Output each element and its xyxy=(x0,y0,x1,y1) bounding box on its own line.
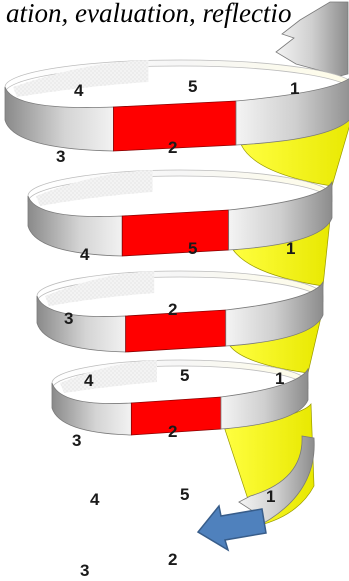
step-number-n3: 3 xyxy=(56,147,65,166)
step-number-n1: 1 xyxy=(290,79,299,98)
step-number-n3: 3 xyxy=(64,309,73,328)
band-front-highlight xyxy=(122,210,228,256)
step-number-n5: 5 xyxy=(188,239,197,258)
step-number-n5: 5 xyxy=(180,485,189,504)
step-number-n4: 4 xyxy=(90,490,100,509)
step-number-n5: 5 xyxy=(188,77,197,96)
step-number-n4: 4 xyxy=(84,371,94,390)
spiral-turn xyxy=(37,271,323,373)
step-number-n4: 4 xyxy=(80,245,90,264)
step-number-n5: 5 xyxy=(180,366,189,385)
left-down-arrow-icon xyxy=(198,506,266,550)
step-number-n2: 2 xyxy=(168,550,177,569)
step-number-n1: 1 xyxy=(286,239,295,258)
step-number-n1: 1 xyxy=(266,487,275,506)
band-front-left xyxy=(5,87,114,151)
step-number-n2: 2 xyxy=(168,138,177,157)
step-number-n4: 4 xyxy=(74,81,84,100)
step-number-n1: 1 xyxy=(275,369,284,388)
step-number-n2: 2 xyxy=(168,300,177,319)
step-number-n2: 2 xyxy=(168,422,177,441)
spiral-turn xyxy=(28,170,332,286)
caption-text: ation, evaluation, reflectio xyxy=(6,0,291,28)
step-number-n3: 3 xyxy=(72,431,81,450)
step-number-n3: 3 xyxy=(80,561,89,580)
